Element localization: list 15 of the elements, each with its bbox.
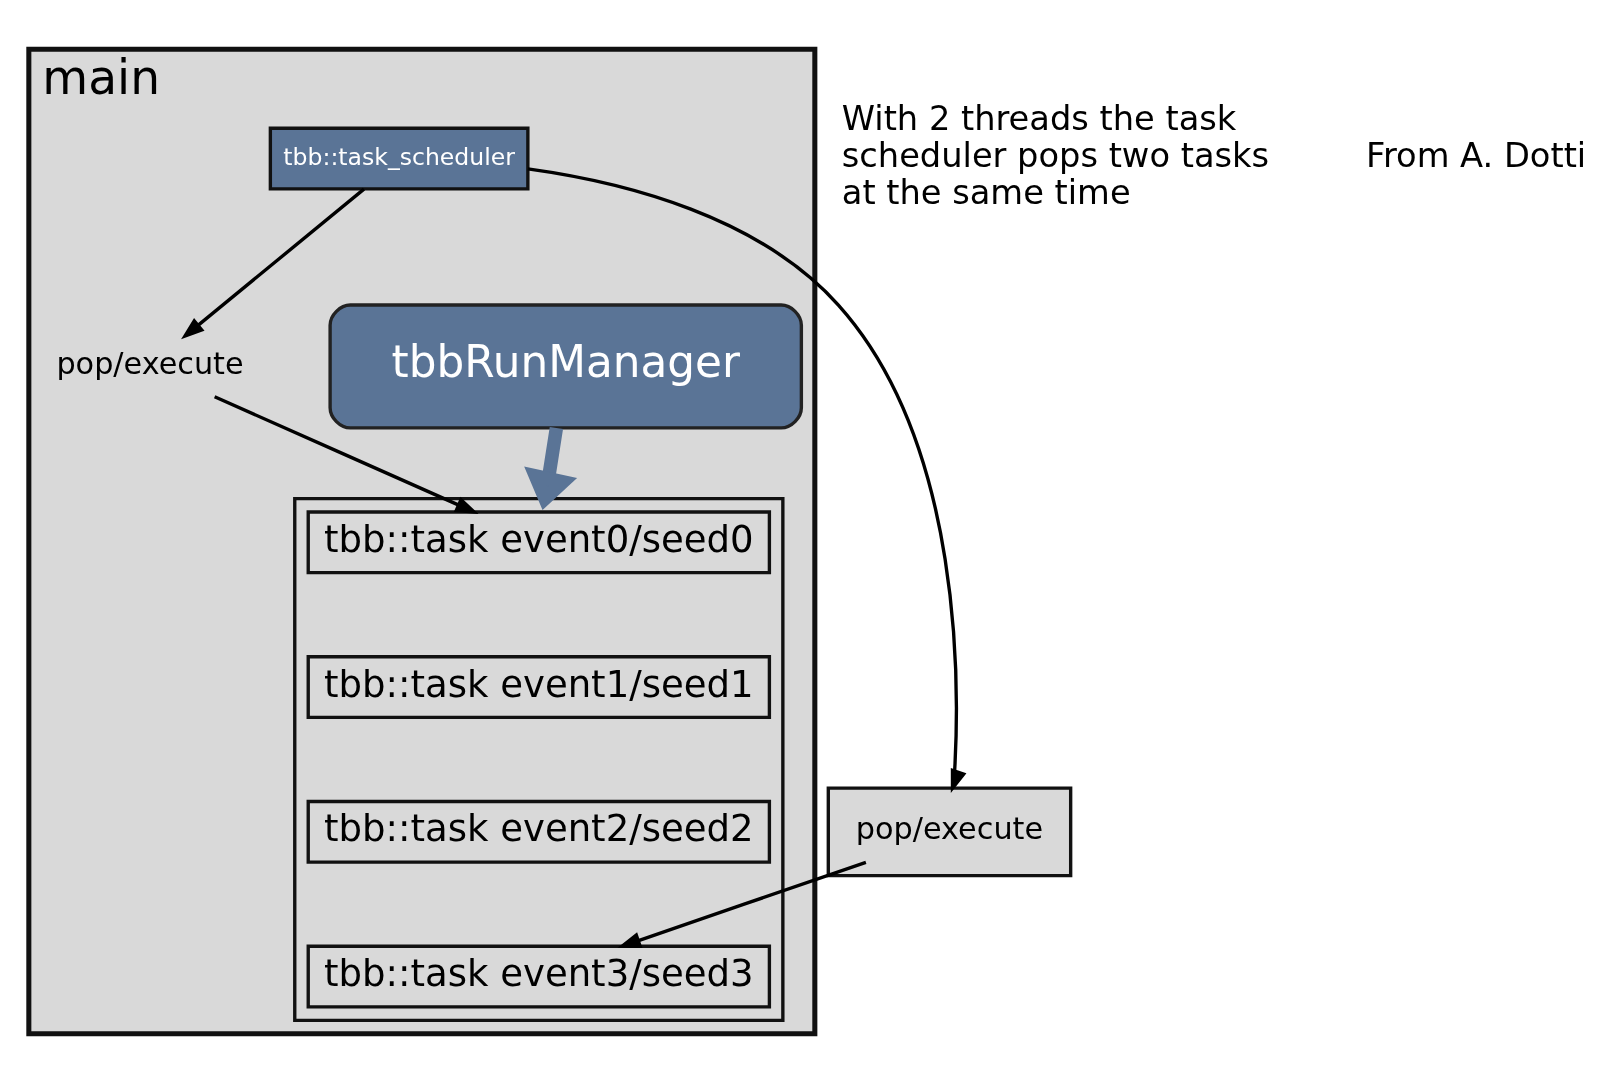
node-text: pop/execute [56,345,244,381]
label: With 2 threads the task scheduler pops two tasks at the same time [841,98,1270,213]
cluster [826,786,1073,878]
node-text: pop/execute [855,811,1044,847]
node-box: tbb::task event0/seed0 [306,510,772,575]
arrow [181,187,365,340]
node-box: tbb::task event1/seed1 [306,655,772,720]
node-box: tbb::task_scheduler [268,126,530,191]
arrow [527,167,967,793]
arrow [617,860,867,948]
node-box: tbb::task event3/seed3 [306,944,772,1009]
node-box: tbb::task event2/seed2 [306,799,772,864]
arrow [213,395,479,514]
label: From A. Dotti [1366,136,1587,176]
node-box: tbbRunManager [328,303,804,430]
